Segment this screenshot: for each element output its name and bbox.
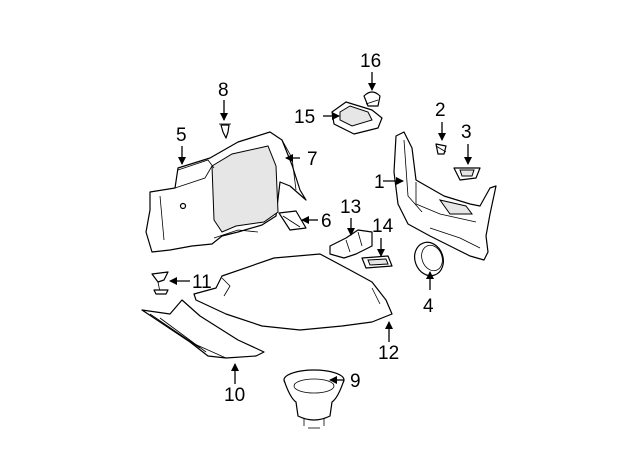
callout-12: 12 bbox=[378, 343, 399, 364]
callout-2: 2 bbox=[435, 100, 446, 121]
callout-6: 6 bbox=[321, 211, 332, 232]
callout-16: 16 bbox=[360, 51, 381, 72]
storage-tray bbox=[331, 101, 383, 135]
trunk-floor-mat bbox=[193, 253, 393, 331]
callout-3: 3 bbox=[461, 122, 472, 143]
callout-4: 4 bbox=[423, 296, 434, 317]
left-quarter-trim-panel bbox=[145, 131, 307, 253]
trunk-sill-plate bbox=[141, 299, 265, 359]
callout-7: 7 bbox=[307, 149, 318, 170]
right-quarter-trim-panel bbox=[393, 131, 497, 261]
callout-9: 9 bbox=[350, 371, 361, 392]
push-clip bbox=[219, 123, 231, 139]
callout-11: 11 bbox=[192, 272, 212, 293]
callout-8: 8 bbox=[218, 80, 229, 101]
push-pin bbox=[151, 271, 169, 295]
trim-bracket bbox=[278, 210, 307, 231]
lamp-bezel bbox=[453, 167, 481, 181]
spare-tire-well bbox=[283, 369, 345, 429]
round-access-cover bbox=[414, 241, 444, 277]
leader-lines bbox=[169, 72, 472, 384]
callout-1: 1 bbox=[374, 172, 385, 193]
callout-10: 10 bbox=[224, 385, 245, 406]
retainer-clip bbox=[435, 143, 447, 155]
callout-14: 14 bbox=[372, 216, 394, 237]
callout-15: 15 bbox=[294, 107, 315, 128]
callout-5: 5 bbox=[176, 125, 187, 146]
lamp-bulb bbox=[363, 91, 381, 107]
cover-pad bbox=[361, 255, 393, 269]
callout-13: 13 bbox=[340, 197, 361, 218]
